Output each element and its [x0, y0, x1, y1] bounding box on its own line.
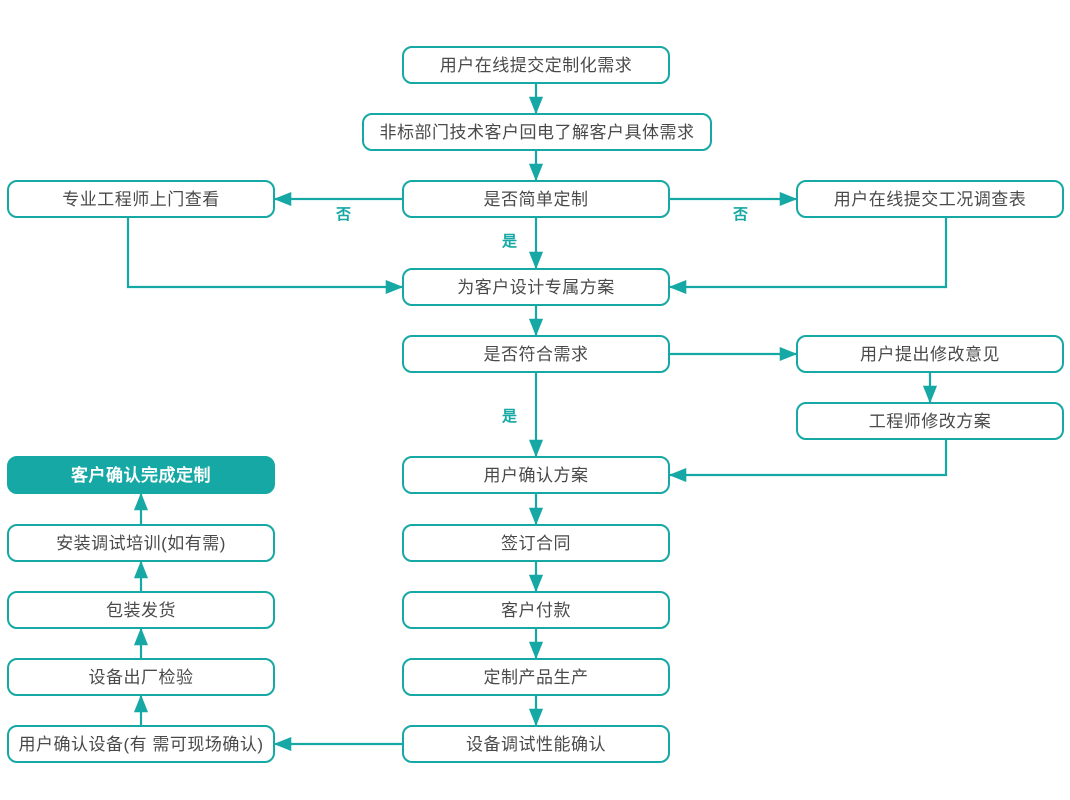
flow-node-n16[interactable]: 设备出厂检验	[7, 658, 275, 696]
flow-node-n3[interactable]: 是否简单定制	[402, 180, 670, 218]
flow-edge-n4-to-n6	[126, 218, 404, 295]
flow-node-n14[interactable]: 设备调试性能确认	[402, 725, 670, 763]
flow-node-n11[interactable]: 签订合同	[402, 524, 670, 562]
flow-node-n10[interactable]: 用户确认方案	[402, 456, 670, 494]
flow-node-n15[interactable]: 用户确认设备(有 需可现场确认)	[7, 725, 275, 763]
flow-edge-label-l2: 否	[733, 206, 749, 223]
flow-node-n6[interactable]: 为客户设计专属方案	[402, 268, 670, 306]
flow-node-n17[interactable]: 包装发货	[7, 591, 275, 629]
flow-node-n4[interactable]: 专业工程师上门查看	[7, 180, 275, 218]
flow-node-n19[interactable]: 客户确认完成定制	[7, 456, 275, 494]
flow-node-n5[interactable]: 用户在线提交工况调查表	[796, 180, 1064, 218]
flow-node-n8[interactable]: 用户提出修改意见	[796, 335, 1064, 373]
flow-node-n18[interactable]: 安装调试培训(如有需)	[7, 524, 275, 562]
flow-node-n2[interactable]: 非标部门技术客户回电了解客户具体需求	[362, 113, 712, 151]
flow-edge-label-l3: 是	[502, 233, 518, 250]
flow-edge-n5-to-n6	[668, 218, 948, 295]
flow-node-n12[interactable]: 客户付款	[402, 591, 670, 629]
flow-node-n1[interactable]: 用户在线提交定制化需求	[402, 46, 670, 84]
flow-edge-label-l1: 否	[336, 206, 352, 223]
flow-node-n13[interactable]: 定制产品生产	[402, 658, 670, 696]
flow-edge-label-l4: 是	[502, 408, 518, 425]
flow-node-n9[interactable]: 工程师修改方案	[796, 402, 1064, 440]
flow-edge-n9-to-n10	[668, 440, 948, 483]
flow-node-n7[interactable]: 是否符合需求	[402, 335, 670, 373]
